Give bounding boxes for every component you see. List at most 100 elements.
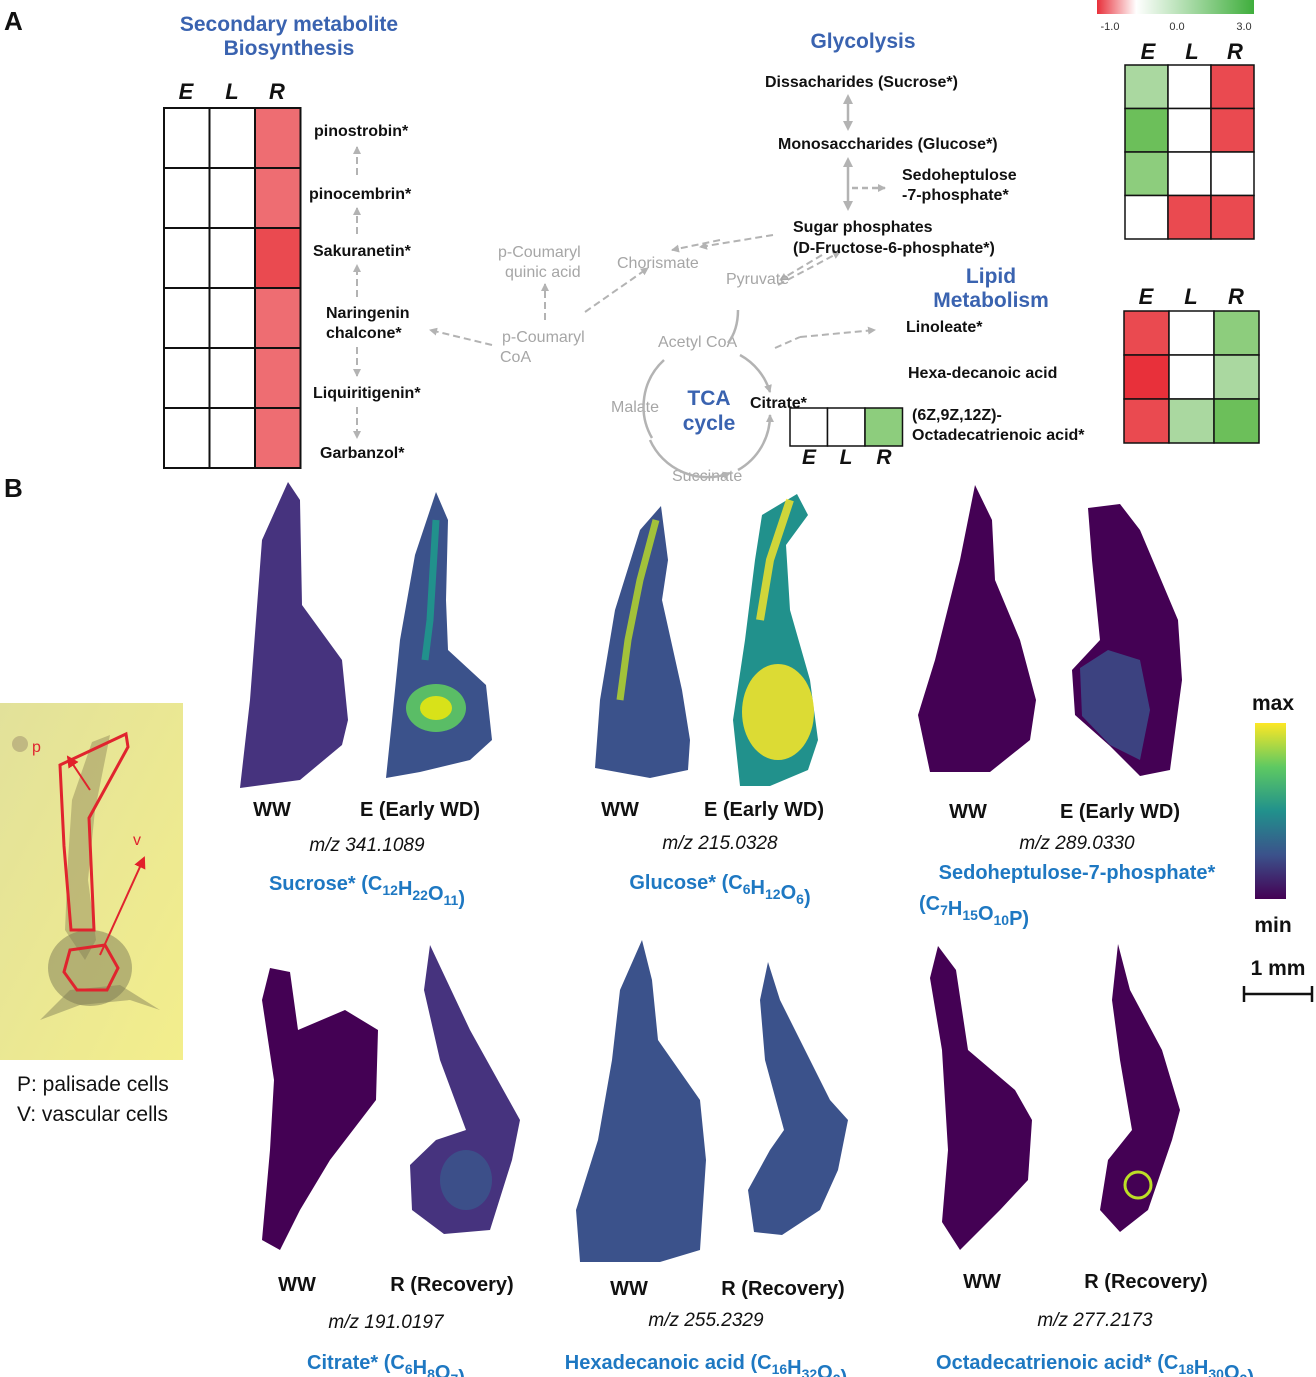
glycolysis-cell-4-r — [1210, 194, 1255, 240]
sucrose-mz: m/z 341.1089 — [309, 835, 425, 856]
metabolite-pinostrobin: pinostrobin* — [314, 123, 409, 140]
metabolite-naringenin: Naringenin — [326, 305, 410, 322]
metabolite-octadecatrienoic-2: Octadecatrienoic acid* — [912, 427, 1085, 444]
panel-label-a: A — [4, 6, 23, 36]
lipid-title-line1: Lipid — [966, 265, 1016, 288]
secondary-title-line2: Biosynthesis — [224, 37, 355, 60]
tca-title-line1: TCA — [687, 387, 730, 410]
image-octadecatrienoic-r — [1100, 944, 1180, 1232]
octadecatrienoic-treatment-label: R (Recovery) — [1084, 1271, 1207, 1293]
secondary-cell-5-e — [163, 347, 211, 409]
secondary-metabolite-labels: pinostrobin* pinocembrin* Sakuranetin* N… — [309, 123, 421, 462]
glycolysis-cell-2-r — [1210, 107, 1255, 153]
label-p-coumaryl-quinic-2: quinic acid — [505, 264, 581, 281]
colorbar-max: max — [1252, 692, 1294, 715]
secondary-header-r: R — [269, 79, 285, 104]
label-chorismate: Chorismate — [617, 255, 699, 272]
metabolite-octadecatrienoic: (6Z,9Z,12Z)- — [912, 407, 1002, 424]
secondary-cell-4-l — [208, 287, 256, 349]
label-acetyl-coa: Acetyl CoA — [658, 334, 737, 351]
citrate-treatment-label: R (Recovery) — [390, 1274, 513, 1296]
metabolite-liquiritigenin: Liquiritigenin* — [313, 385, 421, 402]
sucrose-name: Sucrose* (C12H22O11) — [269, 873, 465, 910]
label-p-coumaryl-coa-2: CoA — [500, 349, 531, 366]
lipid-header-r: R — [1228, 284, 1244, 309]
secondary-header-e: E — [179, 79, 195, 104]
image-citrate-ww — [262, 968, 378, 1250]
glycolysis-cell-3-e — [1124, 151, 1169, 197]
citrate-cell-1-r — [864, 407, 904, 447]
fold-change-scale: -1.0 0.0 3.0 — [1097, 0, 1254, 33]
sedoheptulose-treatment-label: E (Early WD) — [1060, 801, 1180, 823]
lipid-cell-2-r — [1213, 354, 1260, 400]
metabolite-pinocembrin: pinocembrin* — [309, 186, 412, 203]
tca-header-e: E — [802, 446, 817, 469]
secondary-cell-5-l — [208, 347, 256, 409]
glycolysis-cell-4-e — [1124, 194, 1169, 240]
hexadecanoic-name: Hexadecanoic acid (C16H32O2) — [565, 1352, 847, 1377]
lipid-heatmap — [1123, 310, 1260, 444]
glucose-name: Glucose* (C6H12O6) — [629, 872, 810, 909]
scalebar-label: 1 mm — [1251, 957, 1306, 980]
sucrose-treatment-label: E (Early WD) — [360, 799, 480, 821]
image-sucrose-e — [386, 492, 492, 778]
citrate-cell-1-l — [826, 407, 866, 447]
lipid-metabolites: Linoleate* Hexa-decanoic acid (6Z,9Z,12Z… — [906, 319, 1085, 444]
secondary-header-l: L — [225, 79, 238, 104]
metabolite-dissacharides: Dissacharides (Sucrose*) — [765, 74, 958, 91]
tca-title-line2: cycle — [683, 412, 736, 435]
tca-header-r: R — [876, 446, 892, 469]
scale-max: 3.0 — [1236, 21, 1251, 33]
image-hexadecanoic-ww — [576, 940, 706, 1262]
lipid-cell-1-e — [1123, 310, 1170, 356]
micrograph: p v — [0, 703, 183, 1060]
metabolite-monosaccharides: Monosaccharides (Glucose*) — [778, 136, 998, 153]
glycolysis-cell-2-e — [1124, 107, 1169, 153]
secondary-cell-4-e — [163, 287, 211, 349]
secondary-cell-2-e — [163, 167, 211, 229]
secondary-cell-6-l — [208, 407, 256, 469]
metabolite-linoleate: Linoleate* — [906, 319, 983, 336]
citrate-heatmap — [789, 407, 904, 447]
glycolysis-cell-4-l — [1167, 194, 1212, 240]
sedoheptulose-formula: (C7H15O10P) — [919, 893, 1029, 930]
secondary-cell-6-r — [254, 407, 302, 469]
glycolysis-cell-1-r — [1210, 64, 1255, 110]
image-sucrose-ww — [240, 482, 348, 788]
secondary-arrows — [353, 146, 876, 439]
micrograph-p-label: p — [32, 739, 41, 756]
metabolite-hexadecanoic: Hexa-decanoic acid — [908, 365, 1057, 382]
colorbar-min: min — [1254, 914, 1291, 937]
metabolite-sugar-phosphates: Sugar phosphates — [793, 219, 933, 236]
glycolysis-heatmap — [1124, 64, 1255, 240]
legend-vascular: V: vascular cells — [17, 1103, 168, 1126]
glycolysis-cell-3-l — [1167, 151, 1212, 197]
glycolysis-header-e: E — [1141, 39, 1157, 64]
legend-palisade: P: palisade cells — [17, 1073, 169, 1096]
tca-header-l: L — [840, 446, 853, 469]
lipid-cell-1-r — [1213, 310, 1260, 356]
metabolite-sugar-phosphates-2: (D-Fructose-6-phosphate*) — [793, 240, 995, 257]
secondary-cell-2-r — [254, 167, 302, 229]
secondary-heatmap — [163, 107, 302, 469]
lipid-header-e: E — [1139, 284, 1155, 309]
scalebar — [1242, 986, 1314, 1002]
glycolysis-header-r: R — [1227, 39, 1243, 64]
citrate-name: Citrate* (C6H8O7) — [307, 1352, 465, 1377]
octadecatrienoic-name: Octadecatrienoic acid* (C18H30O2) — [936, 1352, 1254, 1377]
lipid-header-l: L — [1184, 284, 1197, 309]
hexadecanoic-treatment-label: R (Recovery) — [721, 1278, 844, 1300]
lipid-cell-2-l — [1168, 354, 1215, 400]
metabolite-sedoheptulose: Sedoheptulose — [902, 167, 1017, 184]
metabolite-sakuranetin: Sakuranetin* — [313, 243, 412, 260]
label-p-coumaryl-coa: p-Coumaryl — [502, 329, 585, 346]
image-glucose-ww — [595, 506, 690, 778]
secondary-cell-2-l — [208, 167, 256, 229]
lipid-title-line2: Metabolism — [933, 289, 1049, 312]
glycolysis-title: Glycolysis — [810, 30, 915, 53]
secondary-title-line1: Secondary metabolite — [180, 13, 398, 36]
lipid-cell-3-r — [1213, 398, 1260, 444]
secondary-cell-6-e — [163, 407, 211, 469]
glucose-mz: m/z 215.0328 — [662, 833, 778, 854]
secondary-cell-1-e — [163, 107, 211, 169]
